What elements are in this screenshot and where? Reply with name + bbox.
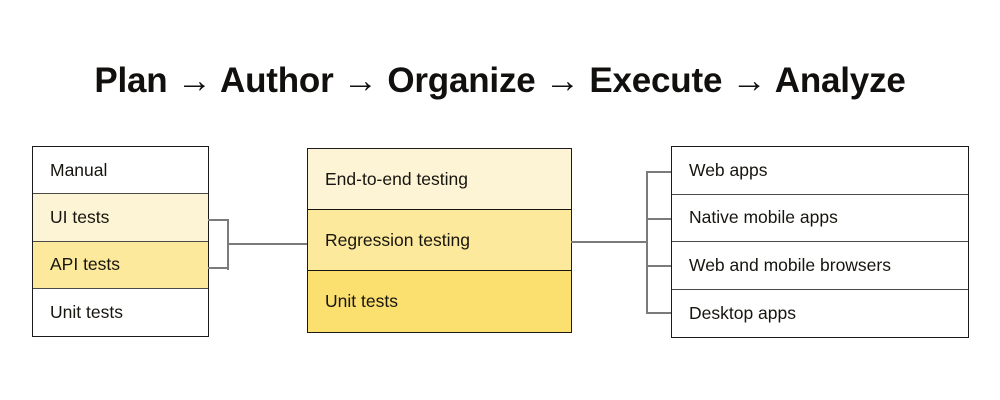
list-item[interactable]: Native mobile apps <box>672 194 968 242</box>
connector-right-branch-3 <box>646 265 672 268</box>
test-levels-column: End-to-end testing Regression testing Un… <box>307 148 572 333</box>
row-label: Web and mobile browsers <box>689 254 891 275</box>
connector-left-outflow <box>227 243 308 246</box>
list-item[interactable]: Unit tests <box>33 288 208 336</box>
list-item[interactable]: Web and mobile browsers <box>672 242 968 290</box>
list-item[interactable]: Web apps <box>672 147 968 195</box>
row-label: Web apps <box>689 159 768 180</box>
list-item[interactable]: UI tests <box>33 194 208 242</box>
row-label: End-to-end testing <box>325 168 469 189</box>
row-label: Desktop apps <box>689 302 797 323</box>
list-item[interactable]: Unit tests <box>308 271 571 332</box>
test-types-column: Manual UI tests API tests Unit tests <box>32 146 209 337</box>
page-title: Plan → Author → Organize → Execute → Ana… <box>94 61 906 100</box>
list-item[interactable]: Regression testing <box>308 210 571 271</box>
targets-column: Web apps Native mobile apps Web and mobi… <box>671 146 969 338</box>
row-label: Manual <box>50 159 108 180</box>
row-label: Unit tests <box>325 291 398 311</box>
list-item[interactable]: API tests <box>33 241 208 289</box>
list-item[interactable]: End-to-end testing <box>308 149 571 210</box>
list-item[interactable]: Manual <box>33 147 208 195</box>
connector-left-branch-bottom <box>208 267 229 270</box>
row-label: Native mobile apps <box>689 207 838 228</box>
row-label: Regression testing <box>325 229 470 250</box>
list-item[interactable]: Desktop apps <box>672 289 968 337</box>
connector-right-inflow <box>571 241 648 244</box>
row-label: API tests <box>50 254 121 275</box>
connector-left-branch-top <box>208 219 229 222</box>
connector-right-branch-2 <box>646 218 672 221</box>
connector-right-branch-1 <box>646 171 672 174</box>
row-label: Unit tests <box>50 301 123 322</box>
connector-right-branch-4 <box>646 312 672 315</box>
connector-right-trunk <box>646 171 649 314</box>
row-label: UI tests <box>50 206 110 227</box>
